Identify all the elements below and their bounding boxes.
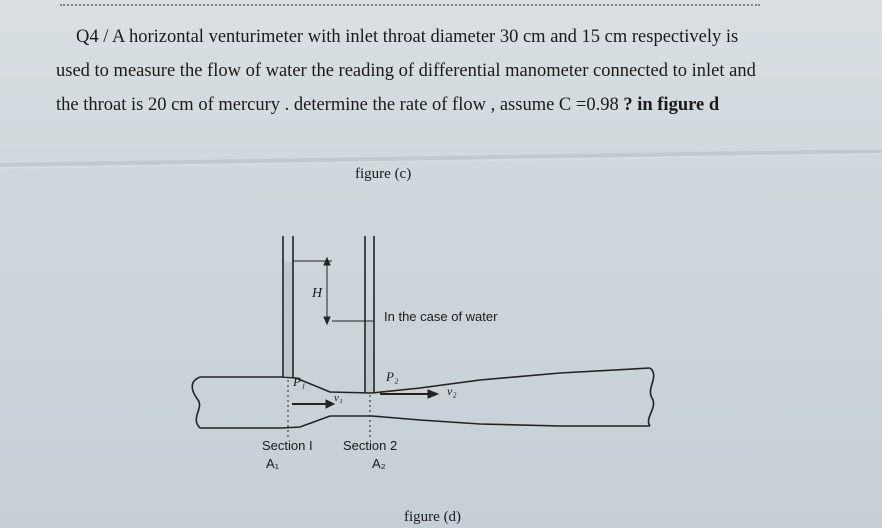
v1-label: v₁ <box>334 392 343 404</box>
question-line-3: the throat is 20 cm of mercury . determi… <box>56 88 846 122</box>
v2-label: v₂ <box>447 384 457 398</box>
section-2-label: Section 2 <box>343 438 398 453</box>
top-dotted-rule <box>60 4 760 6</box>
pipe-left-end <box>191 376 201 429</box>
p1-label: P₁ <box>293 374 306 389</box>
h-label: H <box>312 286 323 301</box>
a2-label: A₂ <box>372 456 386 471</box>
section-1-label: Section I <box>262 438 313 453</box>
pipe-top-wall <box>200 367 651 394</box>
h-arrow-top <box>323 256 331 266</box>
case-label: In the case of water <box>384 309 498 324</box>
figure-d-label: figure (d) <box>404 509 462 525</box>
figure-c-label: figure (c) <box>355 166 412 182</box>
question-text: Q4 / A horizontal venturimeter with inle… <box>56 20 846 122</box>
question-line-1: Q4 / A horizontal venturimeter with inle… <box>76 27 739 47</box>
water-column-1 <box>284 262 292 377</box>
question-line-3-text: the throat is 20 cm of mercury . determi… <box>56 95 624 115</box>
pipe-right-end <box>647 367 655 427</box>
question-line-3-bold: ? in figure d <box>623 95 720 115</box>
arrow-v1-head <box>325 399 336 409</box>
pipe-bottom-wall <box>200 415 650 429</box>
h-arrow-bottom <box>323 316 331 326</box>
a1-label: A₁ <box>266 456 280 471</box>
question-line-2: used to measure the flow of water the re… <box>56 61 756 81</box>
arrow-v2-head <box>427 389 440 399</box>
p2-label: P₂ <box>386 369 399 384</box>
water-column-2 <box>366 322 373 392</box>
